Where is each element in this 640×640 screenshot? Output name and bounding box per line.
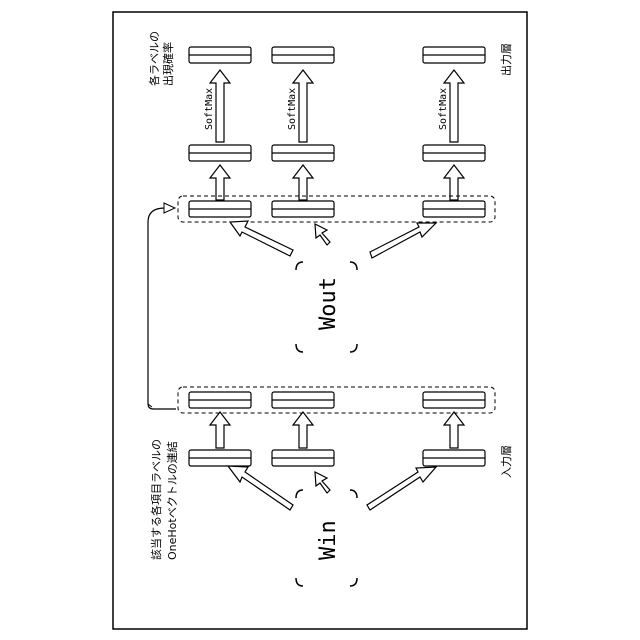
input-to-hidden-arrows [210, 412, 464, 448]
output-probability-label-1: 各ラベルの [147, 31, 161, 86]
wout-arrows [230, 221, 436, 258]
w-out-label: Wout [316, 277, 341, 330]
softmax-label-1: SoftMax [204, 88, 215, 130]
w-in-label: Win [316, 520, 341, 560]
connector-arrowhead [164, 203, 175, 213]
concat-to-hidden-connector [148, 208, 176, 409]
softmax-label-2: SoftMax [287, 88, 298, 130]
output-layer-units [189, 47, 485, 63]
softmax-label-3: SoftMax [438, 88, 449, 130]
input-layer-label: 入力層 [500, 445, 513, 478]
hidden-to-output-arrows [210, 165, 464, 200]
input-layer-units [189, 450, 485, 466]
hidden-units-lower [189, 392, 485, 408]
win-arrows [228, 466, 436, 510]
output-probability-label-2: 出現確率 [161, 42, 175, 86]
softmax-arrows [210, 70, 464, 142]
concat-label-1: 該当する各項目ラベルの [149, 439, 163, 560]
hidden-units-upper [189, 201, 485, 217]
output-layer-label: 出力層 [499, 43, 513, 76]
pre-softmax-units [189, 145, 485, 161]
concat-label-2: OneHotベクトルの連結 [165, 441, 179, 560]
